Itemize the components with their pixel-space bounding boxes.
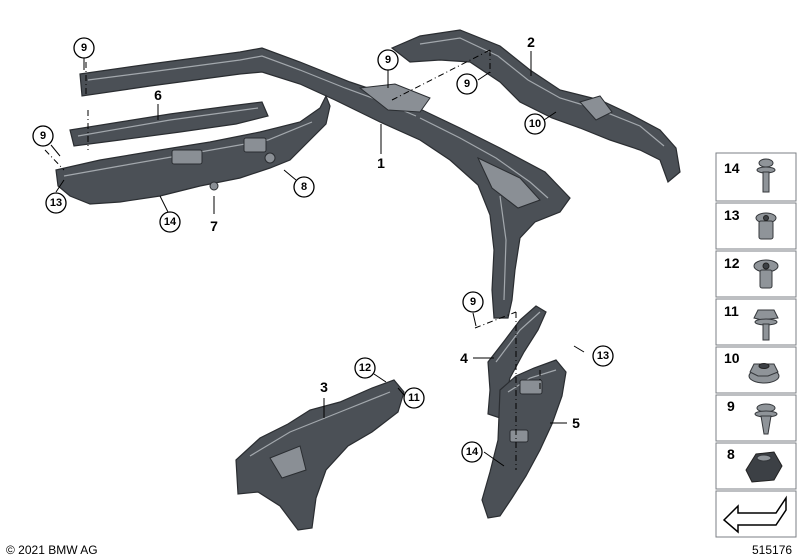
part-5-bracket — [481, 359, 567, 519]
callout-9-right: 9 — [456, 73, 478, 95]
part-2-member — [390, 29, 681, 184]
callout-12: 12 — [354, 357, 376, 379]
arrow-icon — [722, 495, 787, 534]
callout-9-left-mid: 9 — [32, 125, 54, 147]
svg-text:13: 13 — [597, 350, 609, 362]
svg-text:10: 10 — [724, 350, 740, 366]
fastener-legend: 14 13 12 — [715, 152, 797, 538]
callout-14-right: 14 — [461, 441, 483, 463]
part-label-1: 1 — [377, 155, 385, 171]
part-6-strip — [69, 101, 269, 147]
svg-text:9: 9 — [385, 54, 391, 66]
part-label-4: 4 — [460, 350, 468, 366]
callout-9-lower: 9 — [462, 291, 484, 313]
legend-item-9: 9 — [715, 394, 797, 442]
svg-text:14: 14 — [164, 216, 177, 228]
callout-10: 10 — [524, 113, 546, 135]
clip-icon — [754, 403, 778, 435]
part-7-bracket — [55, 94, 331, 205]
svg-text:9: 9 — [464, 78, 470, 90]
part-label-5: 5 — [572, 415, 580, 431]
svg-text:12: 12 — [724, 255, 740, 271]
legend-item-10: 10 — [715, 346, 797, 394]
legend-item-11: 11 — [715, 298, 797, 346]
svg-text:9: 9 — [727, 398, 735, 414]
callout-14-left: 14 — [159, 211, 181, 233]
callouts: 9 9 9 9 9 10 8 13 — [32, 37, 614, 463]
part-label-7: 7 — [210, 218, 218, 234]
expanding-nut-icon — [753, 259, 779, 289]
svg-text:9: 9 — [40, 130, 46, 142]
svg-text:9: 9 — [81, 42, 87, 54]
part-label-3: 3 — [320, 379, 328, 395]
svg-text:11: 11 — [724, 303, 739, 319]
mounting-axes — [44, 49, 541, 470]
callout-13-left: 13 — [45, 192, 67, 214]
svg-text:8: 8 — [727, 446, 735, 462]
callout-8: 8 — [293, 176, 315, 198]
svg-text:14: 14 — [724, 160, 740, 176]
part-label-6: 6 — [154, 87, 162, 103]
callout-11: 11 — [403, 387, 425, 409]
part-3-shield — [235, 379, 405, 531]
part-labels: 1 2 3 4 5 6 7 — [154, 34, 580, 431]
svg-text:11: 11 — [408, 392, 420, 404]
legend-item-14: 14 — [715, 152, 797, 202]
hex-flange-screw-icon — [753, 309, 779, 341]
legend-item-8: 8 — [715, 442, 797, 490]
svg-text:10: 10 — [529, 118, 541, 130]
callout-9-left-top: 9 — [73, 37, 95, 59]
callout-9-center: 9 — [377, 49, 399, 71]
part-label-2: 2 — [527, 34, 535, 50]
screw-with-washer-icon — [756, 158, 776, 193]
legend-direction-arrow — [715, 490, 797, 538]
leader-lines — [50, 51, 585, 467]
svg-text:9: 9 — [470, 296, 476, 308]
plug-icon — [745, 451, 783, 483]
svg-text:14: 14 — [466, 446, 479, 458]
svg-text:8: 8 — [301, 181, 307, 193]
hex-flange-nut-icon — [748, 363, 780, 384]
svg-text:12: 12 — [359, 362, 371, 374]
svg-text:13: 13 — [50, 197, 62, 209]
callout-13-right: 13 — [592, 345, 614, 367]
diagram-number: 515176 — [752, 543, 792, 557]
legend-item-12: 12 — [715, 250, 797, 298]
copyright-text: © 2021 BMW AG — [6, 543, 98, 557]
svg-text:13: 13 — [724, 207, 740, 223]
legend-item-13: 13 — [715, 202, 797, 250]
expanding-nut-icon — [755, 212, 777, 240]
